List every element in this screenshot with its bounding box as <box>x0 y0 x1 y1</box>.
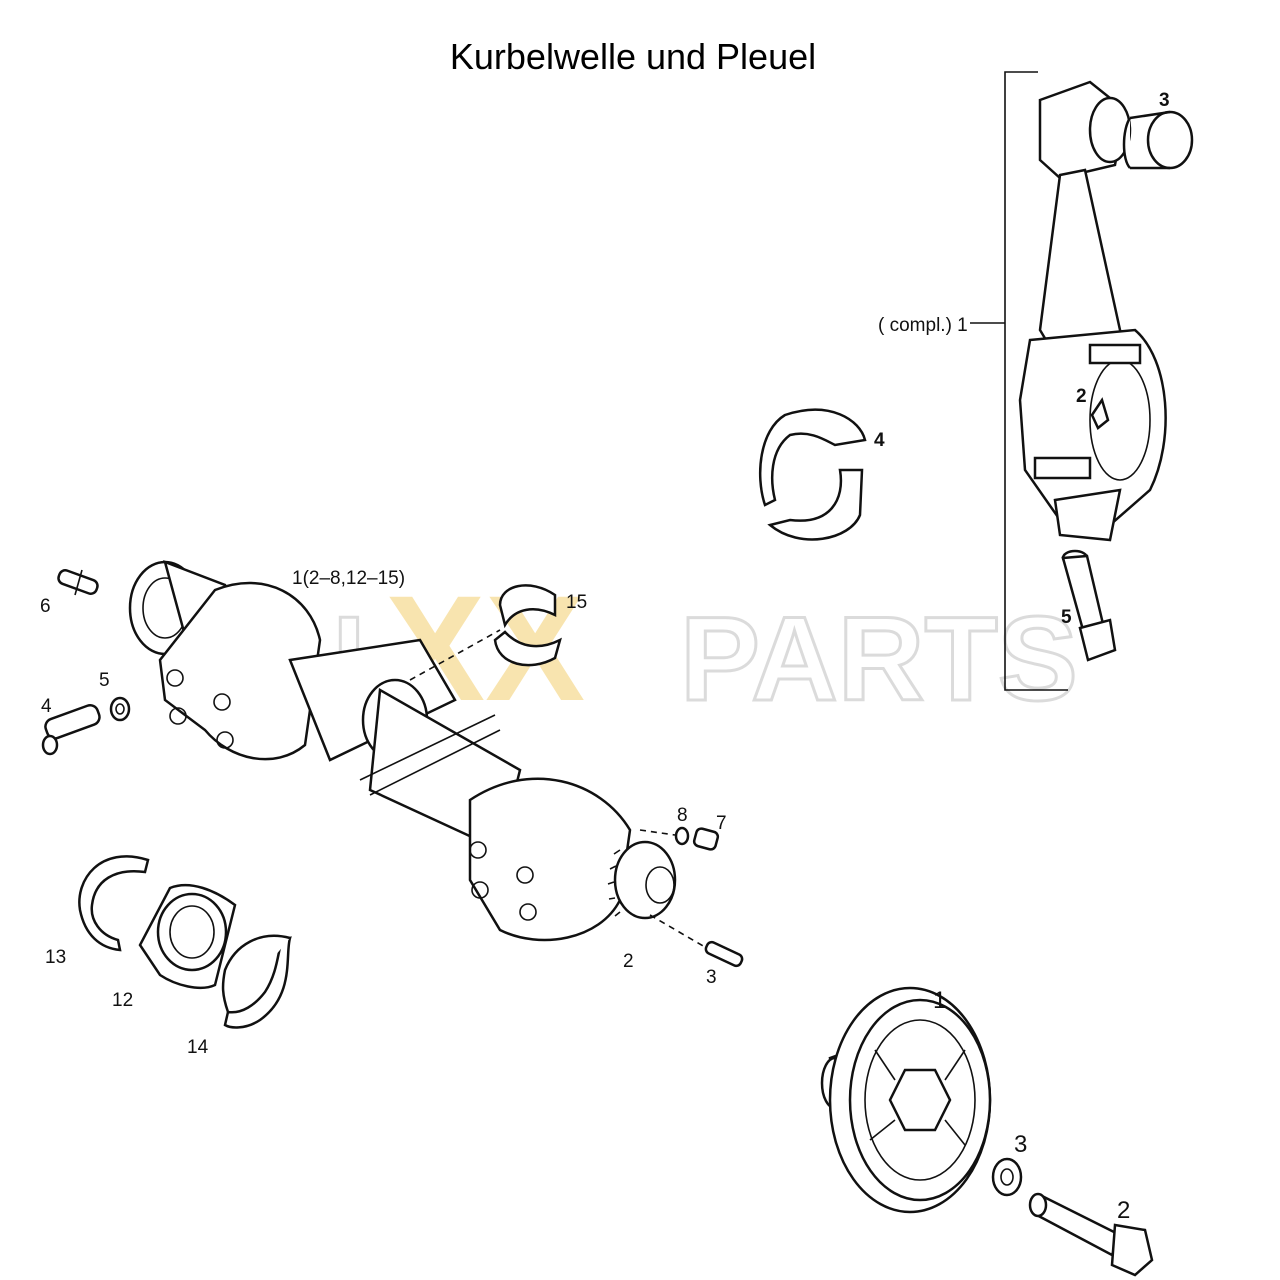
callout-crank-12: 12 <box>112 990 133 1011</box>
crankshaft-drawing <box>128 559 711 951</box>
callout-rod-4: 4 <box>874 430 885 451</box>
callout-pulley-3: 3 <box>1014 1131 1027 1158</box>
page-title: Kurbelwelle und Pleuel <box>449 36 817 77</box>
rod-bearing-4 <box>759 408 867 541</box>
watermark-parts: PARTS <box>680 592 1078 726</box>
callout-labels: 1(2–8,12–15) 6 5 4 15 8 7 2 3 13 12 14 (… <box>40 90 1170 1224</box>
callout-rod-5: 5 <box>1061 607 1072 628</box>
callout-rod-2: 2 <box>1076 386 1087 407</box>
thrust-ring-14 <box>221 934 292 1029</box>
callout-crankshaft-assembly: 1(2–8,12–15) <box>292 568 405 589</box>
callout-crank-7: 7 <box>716 813 727 834</box>
callout-crank-6: 6 <box>40 596 51 617</box>
pin-6 <box>57 569 99 596</box>
pulley-drawing <box>820 986 992 1214</box>
thrust-ring-13 <box>78 855 150 952</box>
pin-3-lower <box>704 940 744 968</box>
small-end-bush-3 <box>1122 110 1194 170</box>
callout-pulley-1: 1 <box>933 987 946 1014</box>
callout-crank-2: 2 <box>623 951 634 972</box>
bearing-shell-15 <box>493 584 562 667</box>
callout-rod-compl: ( compl.) 1 <box>878 315 968 336</box>
callout-pulley-2: 2 <box>1117 1197 1130 1224</box>
washer-5 <box>109 696 131 722</box>
pulley-washer-3 <box>991 1157 1023 1197</box>
callout-crank-15: 15 <box>566 592 587 613</box>
callout-crank-14: 14 <box>187 1037 209 1058</box>
callout-crank-5: 5 <box>99 670 110 691</box>
screw-4 <box>41 704 101 756</box>
main-bearing-12 <box>138 883 237 990</box>
callout-crank-13: 13 <box>45 947 66 968</box>
dowel-7 <box>692 827 720 851</box>
connecting-rod-drawing <box>970 71 1167 691</box>
callout-crank-8: 8 <box>677 805 688 826</box>
ring-8 <box>674 826 690 846</box>
callout-crank-3: 3 <box>706 967 717 988</box>
callout-crank-4: 4 <box>41 696 52 717</box>
pulley-bolt-2 <box>1028 1192 1154 1277</box>
rod-bolt-5 <box>1061 549 1117 662</box>
rod-pin-2 <box>1090 397 1110 430</box>
callout-rod-3: 3 <box>1159 90 1170 111</box>
